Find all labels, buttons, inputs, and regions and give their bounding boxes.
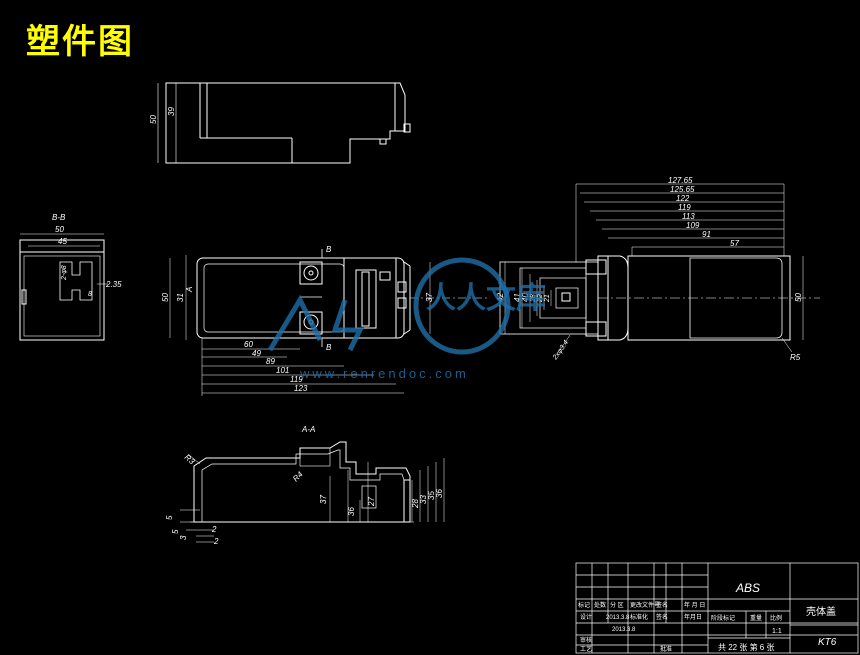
dim-aa-left-5b: 5	[171, 529, 180, 534]
dim-main-49: 49	[252, 349, 261, 358]
section-aa-labels: A-A R3 R4 5 5 3 2 2 37 36 27 28 33 35 36	[165, 425, 444, 546]
dim-main-119: 119	[290, 375, 303, 384]
drawing-title: 塑件图	[26, 22, 134, 62]
top-view	[157, 82, 411, 164]
row-label-process: 工艺	[580, 645, 592, 653]
dim-aa-27: 27	[367, 497, 376, 507]
watermark-url: www.renrendoc.com	[299, 366, 469, 381]
dim-bb-235: 2.35	[105, 280, 122, 289]
dim-side-41: 41	[513, 293, 522, 302]
dim-side-127-65: 127.65	[668, 176, 693, 185]
dim-side-122: 122	[676, 194, 690, 203]
dim-aa-bottom-2b: 2	[213, 537, 219, 546]
dim-aa-left-3: 3	[179, 535, 188, 540]
dim-side-21: 21	[544, 294, 551, 303]
drawing-number-text: KT6	[818, 637, 837, 648]
watermark-logo	[267, 257, 511, 355]
section-aa-label: A-A	[301, 425, 315, 434]
title-block-labels: ABS 壳体盖 KT6 1:1 共 22 张 第 6 张 阶段标记 重量 比例 …	[578, 581, 837, 653]
scale-text: 1:1	[772, 628, 782, 635]
main-view-labels: B B A 50 31 37 60 49 89 101 119 123	[161, 245, 434, 393]
dim-bb-45: 45	[58, 237, 67, 246]
dim-side-22: 22	[537, 294, 544, 303]
top-view-labels: 50 39	[149, 107, 176, 124]
main-view	[169, 249, 490, 396]
dim-side-28: 28	[530, 294, 537, 303]
dim-aa-bottom-2a: 2	[211, 525, 217, 534]
dim-aa-35: 35	[427, 491, 436, 500]
section-aa-view	[180, 441, 445, 543]
dim-main-89: 89	[266, 357, 275, 366]
dim-side-42: 42	[496, 293, 505, 302]
col-header-mark: 标记	[578, 601, 590, 609]
std-label: 标准化	[630, 613, 648, 621]
section-bb-view	[19, 233, 108, 341]
col-header-date: 年 月 日	[684, 601, 705, 609]
section-bb-label: B-B	[52, 213, 66, 222]
stage-mark-header: 阶段标记	[711, 614, 735, 622]
dim-top-50: 50	[149, 115, 158, 124]
dim-aa-36b: 36	[435, 489, 444, 498]
ratio-header: 比例	[770, 614, 782, 622]
dim-side-125-65: 125.65	[670, 185, 695, 194]
dim-side-91: 91	[702, 230, 711, 239]
dim-aa-left-5a: 5	[165, 515, 174, 520]
note-r3: R3	[183, 453, 197, 467]
dim-main-37: 37	[425, 293, 434, 302]
std-sign-label: 签名	[656, 613, 668, 621]
view-arrow-a: A	[185, 287, 194, 293]
note-hole-2x3-4: 2xφ3.4	[551, 339, 570, 362]
watermark-glyph: 人人文库	[426, 281, 546, 315]
approve-label: 批准	[660, 645, 672, 653]
dim-main-60: 60	[244, 340, 253, 349]
side-view-labels: 127.65 125.65 122 119 113 109 91 57 42 4…	[496, 176, 803, 362]
dim-side-109: 109	[686, 221, 700, 230]
col-header-zone: 分 区	[610, 601, 624, 609]
title-block	[575, 562, 859, 654]
check-date: 2013.3.8	[612, 627, 636, 633]
dim-aa-28: 28	[411, 499, 420, 509]
std-date-label: 年月日	[684, 613, 702, 621]
side-view	[499, 183, 820, 353]
section-mark-b-bottom: B	[326, 343, 332, 352]
note-r5: R5	[790, 353, 801, 362]
part-name-text: 壳体盖	[806, 605, 836, 618]
dim-side-40: 40	[521, 293, 530, 302]
row-label-review: 审核	[580, 636, 592, 644]
dim-side-113: 113	[682, 212, 695, 221]
dim-aa-37: 37	[319, 495, 328, 504]
dim-main-50: 50	[161, 293, 170, 302]
dim-aa-33: 33	[419, 495, 428, 504]
note-r4: R4	[291, 469, 305, 483]
dim-bb-50: 50	[55, 225, 64, 234]
weight-header: 重量	[750, 614, 762, 622]
col-header-count: 处数	[594, 601, 606, 609]
section-bb-labels: B-B 50 45 2-φ8 2.35 8	[52, 213, 122, 298]
watermark: 人人文库 www.renrendoc.com	[299, 281, 546, 381]
col-header-file: 更改文件号	[630, 601, 660, 609]
design-date: 2013.3.8	[606, 615, 630, 621]
dim-aa-36: 36	[347, 507, 356, 516]
dim-side-50: 50	[794, 293, 803, 302]
sheet-count-text: 共 22 张 第 6 张	[718, 642, 774, 652]
dim-bb-hole: 2-φ8	[61, 265, 68, 281]
dim-main-123: 123	[294, 384, 308, 393]
material-text: ABS	[735, 581, 760, 595]
col-header-sign: 签名	[656, 601, 668, 609]
row-label-design: 设计	[580, 613, 592, 621]
dim-bb-8: 8	[88, 291, 92, 298]
dim-top-39: 39	[167, 107, 176, 116]
section-mark-b-top: B	[326, 245, 332, 254]
dim-side-57: 57	[730, 239, 739, 248]
dim-side-119: 119	[678, 203, 691, 212]
dim-main-31: 31	[176, 293, 185, 302]
dim-main-101: 101	[276, 366, 289, 375]
